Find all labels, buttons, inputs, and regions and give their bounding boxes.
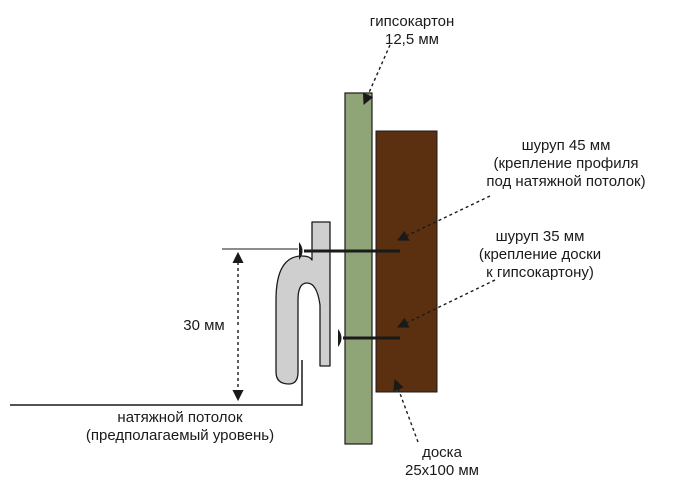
drywall-label-line2: 12,5 мм (385, 31, 439, 48)
screw35-label-line1: шуруп 35 мм (496, 228, 585, 245)
screw35-label-line3: к гипсокартону) (486, 264, 594, 281)
screw45-label-line3: под натяжной потолок) (486, 173, 645, 190)
screw45-pointer (396, 195, 491, 241)
screw45-label-line2: (крепление профиля (493, 155, 638, 172)
screw45-label-line1: шуруп 45 мм (522, 137, 611, 154)
board-pointer (393, 378, 419, 443)
board-label-line2: 25х100 мм (405, 462, 479, 479)
screw35-label-line2: (крепление доски (479, 246, 601, 263)
board (375, 130, 438, 393)
ceiling-level-line (10, 360, 303, 406)
dimension-label: 30 мм (183, 317, 224, 334)
drywall (344, 92, 373, 445)
drywall-label-line1: гипсокартон (370, 13, 455, 30)
screw-45mm-head (299, 242, 303, 260)
board-label-line1: доска (422, 444, 462, 461)
ceiling-label-line1: натяжной потолок (117, 409, 243, 426)
screw-35mm-head (338, 329, 342, 347)
ceiling-label-line2: (предполагаемый уровень) (86, 427, 274, 444)
ceiling-profile (275, 221, 331, 385)
drywall-pointer (362, 44, 391, 106)
